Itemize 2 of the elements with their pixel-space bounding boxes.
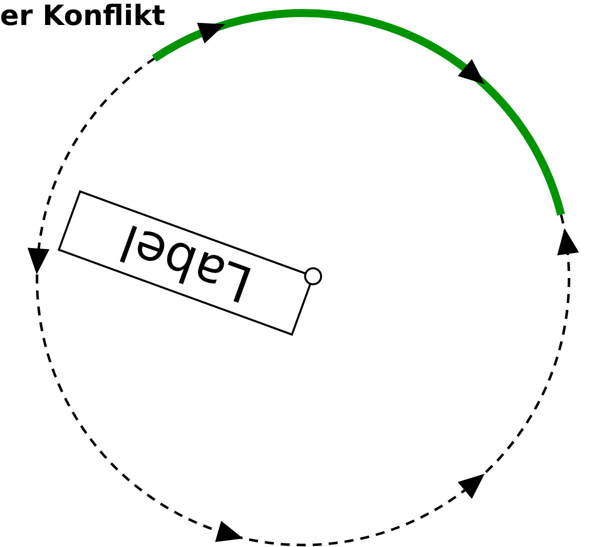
node-label: Label [114,216,258,310]
title: er Konflikt [0,0,166,32]
